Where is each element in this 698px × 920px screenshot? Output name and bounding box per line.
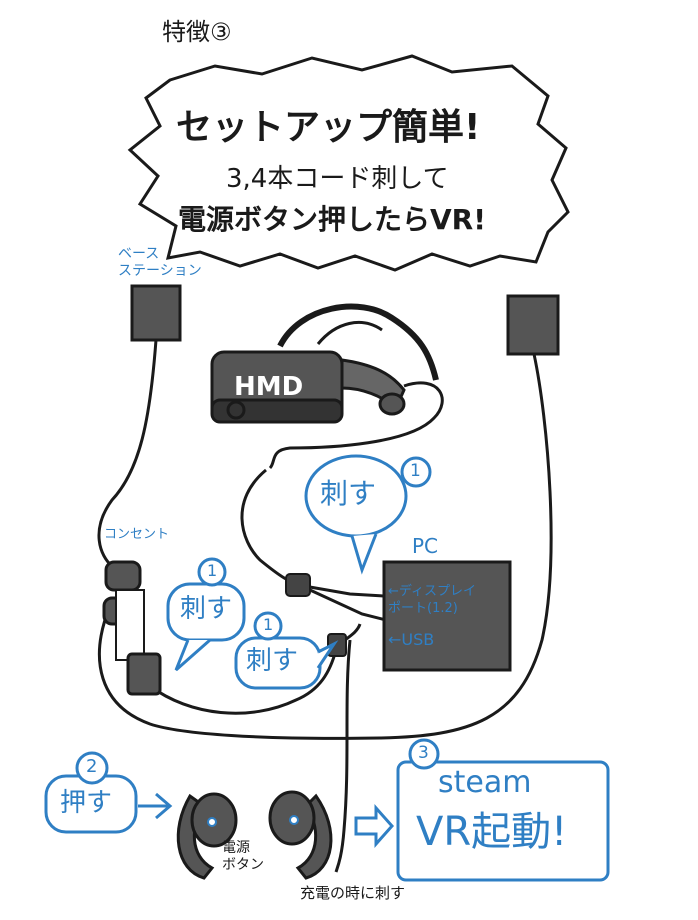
headline-line2: 3,4本コード刺して: [226, 164, 449, 194]
usb-label: ←USB: [388, 630, 435, 649]
step-insert-pc-bubble: [304, 454, 432, 575]
cable-connector-1: [285, 573, 311, 597]
headline-line3: 電源ボタン押したらVR!: [178, 203, 487, 236]
step-insert-mid-text: 刺す: [246, 646, 299, 676]
outlet-strip: [102, 560, 162, 696]
step-insert-outlet-num: 1: [207, 561, 218, 580]
controller-right: [268, 790, 333, 880]
outlet-label: コンセント: [104, 527, 170, 542]
power-button-label: 電源 ボタン: [222, 840, 264, 873]
step-insert-mid-num: 1: [263, 615, 274, 634]
arrow-press-icon: [138, 792, 173, 820]
charge-note: 充電の時に刺す: [300, 884, 406, 902]
step-insert-pc-text: 刺す: [320, 477, 377, 510]
step-launch-line2: VR起動!: [416, 809, 568, 855]
pc-label: PC: [412, 534, 439, 558]
displayport-label: ←ディスプレイ ポート(1.2): [388, 584, 476, 616]
step-launch-line1: steam: [438, 765, 532, 800]
arrow-launch-icon: [354, 804, 395, 848]
base-station-right: [506, 294, 560, 356]
step-insert-mid-bubble: [234, 611, 339, 690]
cable-connector-2: [327, 633, 347, 657]
step-press-num: 2: [86, 756, 98, 777]
step-insert-outlet-text: 刺す: [180, 594, 233, 624]
step-insert-pc-num: 1: [410, 461, 421, 481]
hmd-label: HMD: [234, 372, 304, 402]
controller-left: [176, 792, 238, 880]
page-title: 特徴③: [162, 18, 232, 46]
step-launch-box: [396, 738, 610, 882]
base-station-left: [130, 284, 182, 342]
step-press-text: 押す: [60, 788, 113, 818]
pc-box: [382, 560, 512, 672]
headline-bubble: [127, 54, 570, 272]
cables: [97, 339, 553, 873]
base-station-label: ベース ステーション: [118, 246, 202, 279]
hmd-headset: [210, 303, 439, 424]
headline-line1: セットアップ簡単!: [176, 107, 481, 148]
step-press-bubble: [44, 751, 138, 834]
step-launch-num: 3: [418, 743, 429, 763]
step-insert-outlet-bubble: [166, 557, 246, 672]
